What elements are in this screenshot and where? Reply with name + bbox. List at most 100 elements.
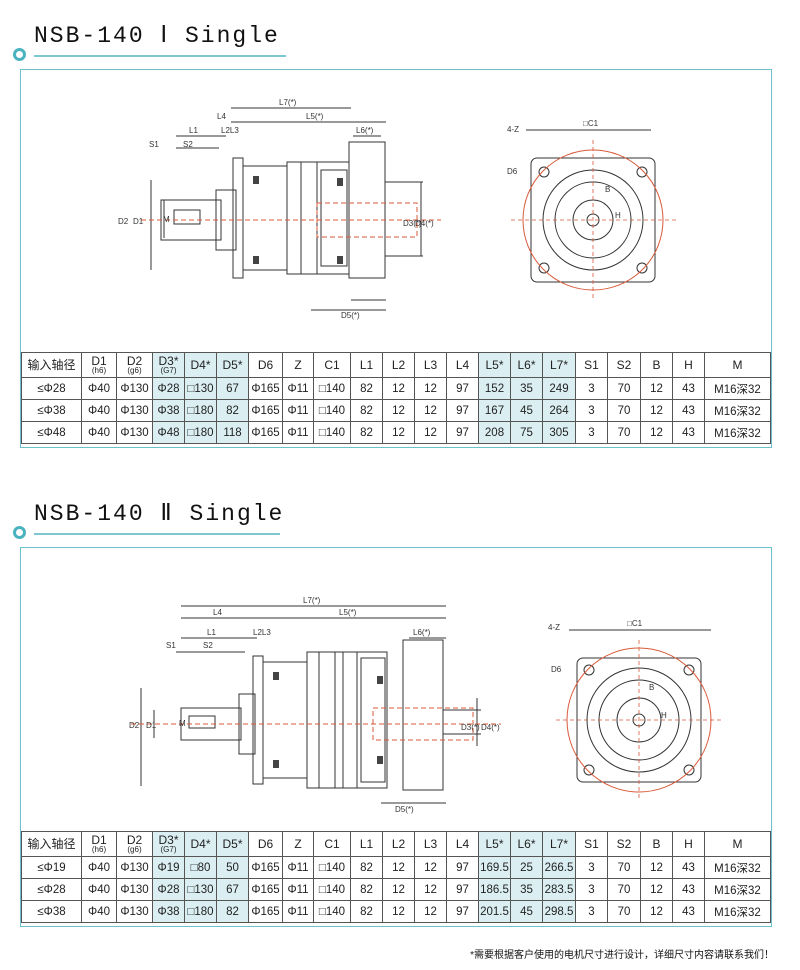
table-cell: 25	[510, 856, 543, 879]
table-cell: □130	[184, 878, 217, 901]
s2-front-z: 4-Z	[548, 623, 560, 632]
table-cell: ≤Φ48	[21, 421, 82, 444]
column-header: L5*	[478, 831, 511, 857]
section-2-title: NSB-140 Ⅱ Single	[34, 501, 285, 527]
s1-dim-l5: L5(*)	[306, 112, 324, 121]
column-header-label: B	[652, 357, 661, 372]
table-cell: 283.5	[542, 878, 576, 901]
table-cell: 152	[478, 377, 511, 400]
table-cell: 43	[672, 421, 705, 444]
column-header: S1	[575, 831, 608, 857]
column-header: 输入轴径	[21, 352, 82, 378]
table-cell: 12	[414, 856, 447, 879]
s2-dim-l7: L7(*)	[303, 596, 321, 605]
table-cell: 97	[446, 421, 479, 444]
table-cell: 12	[382, 377, 415, 400]
table-cell: 118	[216, 421, 249, 444]
column-header: L6*	[510, 352, 543, 378]
s1-dim-s1: S1	[149, 140, 159, 149]
table-cell: 12	[414, 377, 447, 400]
table-cell: 12	[640, 421, 673, 444]
section-1-title: NSB-140 Ⅰ Single	[34, 23, 280, 49]
table-cell: 82	[216, 399, 249, 422]
table-cell: Φ11	[282, 856, 314, 879]
s2-dim-d4: D4(*)	[481, 723, 500, 732]
s2-dim-l4: L4	[213, 608, 222, 617]
table-cell: ≤Φ38	[21, 399, 82, 422]
table-cell: □140	[313, 377, 351, 400]
column-header-label: Z	[294, 836, 302, 851]
table-cell: ≤Φ19	[21, 856, 82, 879]
table-cell: 12	[414, 399, 447, 422]
table-cell: 70	[607, 878, 641, 901]
table-cell: Φ11	[282, 421, 314, 444]
table-cell: 12	[382, 856, 415, 879]
column-header-label: D3*	[158, 353, 179, 368]
table-cell: 12	[640, 900, 673, 923]
s2-front-d6: D6	[551, 665, 562, 674]
column-header-label: C1	[324, 357, 340, 372]
column-header: L1	[350, 831, 383, 857]
s1-dim-d4: D4(*)	[415, 219, 434, 228]
table-cell: □80	[184, 856, 217, 879]
column-header: D6	[248, 831, 283, 857]
table-cell: 264	[542, 399, 576, 422]
table-cell: ≤Φ38	[21, 900, 82, 923]
section-1-panel: L7(*) L4 L5(*) L6(*) L1 L2L3 S1 S2 D2 D1…	[20, 69, 772, 448]
table-cell: 67	[216, 377, 249, 400]
table-cell: 67	[216, 878, 249, 901]
s2-dim-l6: L6(*)	[413, 628, 431, 637]
table-cell: 43	[672, 900, 705, 923]
table-cell: 82	[350, 856, 383, 879]
column-header: L3	[414, 831, 447, 857]
column-header-label: D4*	[190, 836, 211, 851]
section-1-title-underline	[34, 55, 286, 57]
table-cell: 82	[350, 421, 383, 444]
s2-dim-s1: S1	[166, 641, 176, 650]
column-header: L7*	[542, 352, 576, 378]
column-header: D2(g6)	[116, 352, 153, 378]
table-cell: M16深32	[704, 421, 771, 444]
table-cell: Φ130	[116, 878, 153, 901]
column-header-label: D6	[257, 836, 274, 851]
table-cell: 70	[607, 399, 641, 422]
table-cell: 3	[575, 900, 608, 923]
table-cell: Φ40	[81, 399, 117, 422]
section-2-title-underline	[34, 533, 280, 535]
table-cell: Φ165	[248, 421, 283, 444]
table-cell: 43	[672, 399, 705, 422]
column-header-label: D4*	[190, 357, 211, 372]
column-header: L3	[414, 352, 447, 378]
s1-dim-l2l3: L2L3	[221, 126, 239, 135]
table-cell: 12	[640, 399, 673, 422]
column-header-sublabel: (h6)	[91, 365, 107, 375]
section-2-drawing: L7(*) L4 L5(*) L6(*) L1 L2L3 S1 S2 D2 D1…	[129, 596, 723, 814]
table-cell: 3	[575, 399, 608, 422]
column-header: L4	[446, 352, 479, 378]
column-header: D4*	[184, 831, 217, 857]
table-cell: 70	[607, 377, 641, 400]
table-cell: M16深32	[704, 856, 771, 879]
column-header: S2	[607, 352, 641, 378]
s2-dim-d3: D3(*)	[461, 723, 480, 732]
column-header-label: D1	[91, 832, 107, 847]
table-cell: 3	[575, 856, 608, 879]
column-header-label: B	[652, 836, 661, 851]
table-cell: 169.5	[478, 856, 511, 879]
table-cell: 70	[607, 856, 641, 879]
table-cell: 298.5	[542, 900, 576, 923]
table-cell: Φ11	[282, 399, 314, 422]
s1-dim-d5: D5(*)	[341, 311, 360, 320]
column-header-label: M	[732, 357, 743, 372]
column-header: L5*	[478, 352, 511, 378]
column-header-label: Z	[294, 357, 302, 372]
column-header-label: L3	[423, 357, 438, 372]
table-cell: Φ28	[152, 377, 185, 400]
section-2-panel: L7(*) L4 L5(*) L6(*) L1 L2L3 S1 S2 D2 D1…	[20, 547, 772, 927]
table-cell: Φ130	[116, 900, 153, 923]
s2-dim-d2: D2	[129, 721, 140, 730]
table-cell: □130	[184, 377, 217, 400]
column-header-label: D5*	[222, 357, 243, 372]
table-cell: 43	[672, 878, 705, 901]
